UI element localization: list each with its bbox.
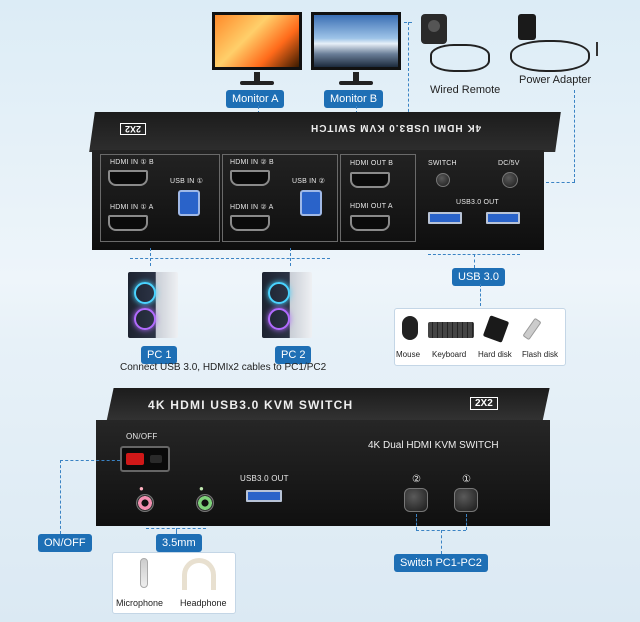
headphone-jack-icon: ● [199, 484, 204, 493]
microphone-jack-icon: ● [139, 484, 144, 493]
hdmi-in-2b-label: HDMI IN ② B [230, 159, 274, 166]
usb-in-2-label: USB IN ② [292, 178, 326, 185]
usb30-callout: USB 3.0 [452, 268, 505, 286]
peripheral-label-mouse: Mouse [396, 350, 421, 359]
switch-pc2-button[interactable] [404, 488, 428, 512]
usb-in-1-label: USB IN ① [170, 178, 204, 185]
audio-label-microphone: Microphone [116, 598, 164, 608]
usb3-out-port-1 [428, 212, 462, 224]
btn-2-label: ② [412, 474, 422, 485]
peripheral-label-keyboard: Keyboard [432, 350, 467, 359]
monitor-a-label: Monitor A [226, 90, 285, 108]
usb3-out-port-2 [486, 212, 520, 224]
headphone-icon [182, 558, 216, 590]
onoff-rocker[interactable] [120, 446, 170, 472]
pc1-tower [128, 272, 178, 338]
mm-callout: 3.5mm [156, 534, 202, 552]
wired-remote-label: Wired Remote [430, 84, 501, 96]
device-brand-text: 4K HDMI USB3.0 KVM SWITCH [310, 122, 482, 133]
audio-label-headphone: Headphone [180, 598, 227, 608]
mouse-icon [402, 316, 418, 340]
front-usb3-out-port [246, 490, 282, 502]
peripherals-card [394, 308, 566, 366]
hdmi-out-a-label: HDMI OUT A [350, 203, 393, 210]
btn-1-label: ① [462, 474, 472, 485]
hdmi-in-2a-label: HDMI IN ② A [230, 204, 274, 211]
hdmi-out-b-port [350, 172, 390, 188]
hdmi-in-2b-port [230, 170, 270, 186]
onoff-callout: ON/OFF [38, 534, 92, 552]
switch-pc1-button[interactable] [454, 488, 478, 512]
switch-port-label: SWITCH [428, 160, 457, 167]
connect-caption: Connect USB 3.0, HDMIx2 cables to PC1/PC… [120, 362, 327, 373]
switch-jack [436, 173, 450, 187]
hdmi-out-b-label: HDMI OUT B [350, 160, 394, 167]
microphone-jack [136, 494, 154, 512]
usb-in-2-port [300, 190, 322, 216]
front-usb3-out-label: USB3.0 OUT [240, 474, 289, 483]
pc2-label: PC 2 [275, 346, 312, 364]
device-badge: 2X2 [120, 123, 147, 135]
onoff-switch-label: ON/OFF [126, 432, 158, 441]
headphone-jack [196, 494, 214, 512]
hdmi-in-1a-port [108, 215, 148, 231]
hdmi-in-1b-port [108, 170, 148, 186]
usb-in-1-port [178, 190, 200, 216]
power-adapter-label: Power Adapter [519, 74, 592, 86]
peripheral-label-flash-disk: Flash disk [522, 350, 559, 359]
hdmi-out-a-port [350, 215, 390, 231]
keyboard-icon [428, 322, 474, 338]
dc-jack [502, 172, 518, 188]
peripheral-label-hard-disk: Hard disk [478, 350, 512, 359]
switch-callout: Switch PC1-PC2 [394, 554, 488, 572]
microphone-icon [140, 558, 148, 588]
monitor-b-label: Monitor B [324, 90, 384, 108]
hdmi-in-1a-label: HDMI IN ① A [110, 204, 154, 211]
usb3-out-label: USB3.0 OUT [456, 199, 499, 206]
front-brand-text: 4K HDMI USB3.0 KVM SWITCH [148, 398, 354, 412]
dc-port-label: DC/5V [498, 160, 520, 167]
pc1-label: PC 1 [141, 346, 178, 364]
hdmi-in-1b-label: HDMI IN ① B [110, 159, 154, 166]
front-badge: 2X2 [470, 397, 498, 410]
hdmi-in-2a-port [230, 215, 270, 231]
dual-switch-title: 4K Dual HDMI KVM SWITCH [368, 440, 499, 451]
pc2-tower [262, 272, 312, 338]
